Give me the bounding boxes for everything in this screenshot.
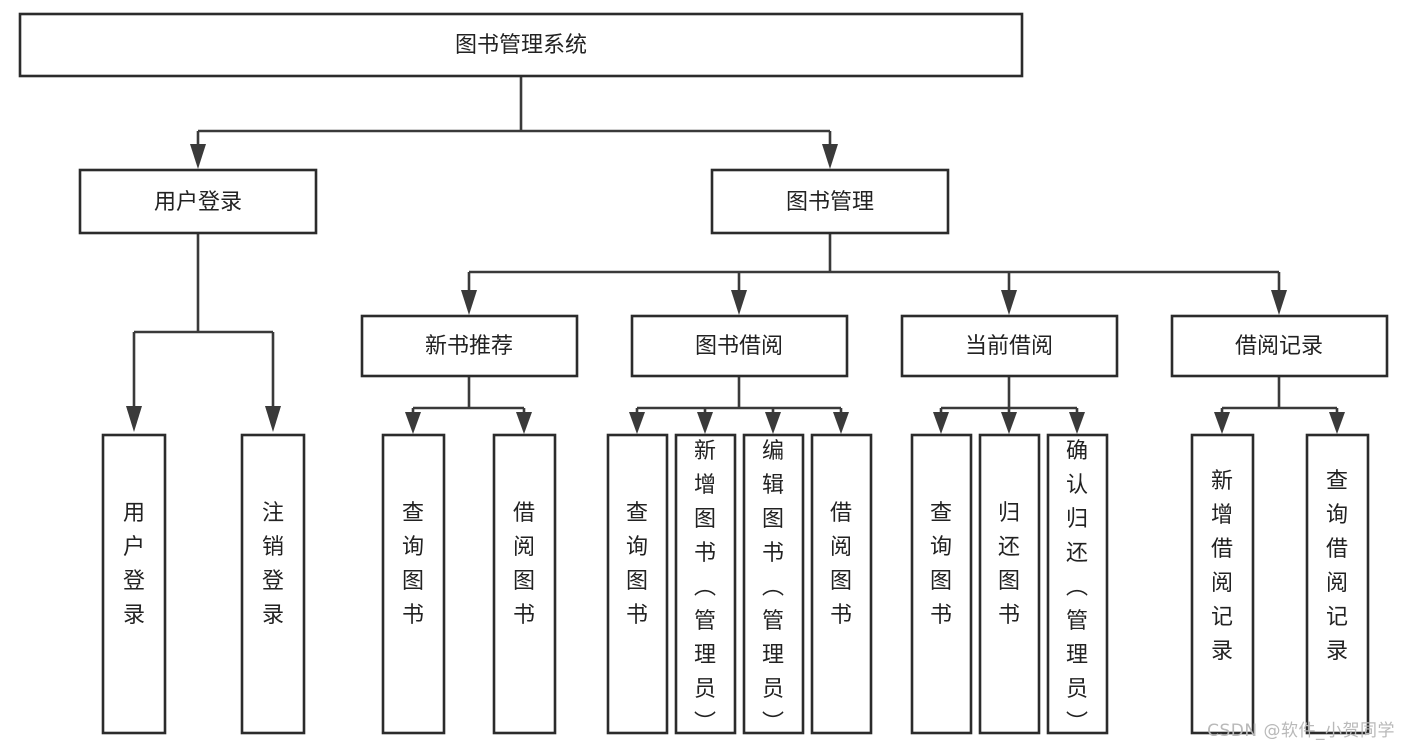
node-leaf-query-book-1-label: 查询图书: [402, 501, 424, 628]
node-leaf-query-book-1-box[interactable]: [381, 433, 446, 735]
node-user-login-label: 用户登录: [154, 190, 242, 215]
node-leaf-borrow-book-1-label: 借阅图书: [513, 501, 535, 628]
node-leaf-query-book-2-box[interactable]: [606, 433, 669, 735]
node-leaf-add-book-label: 新增图书︵管理员︶: [694, 439, 716, 736]
arrowhead-leaf-add-book: [697, 412, 713, 434]
node-leaf-edit-book-label: 编辑图书︵管理员︶: [762, 439, 784, 736]
node-book-borrow-label: 图书借阅: [695, 334, 783, 359]
node-root[interactable]: 图书管理系统: [18, 12, 1024, 78]
node-leaf-add-book-box[interactable]: [674, 433, 737, 735]
node-leaf-borrow-book-2-label: 借阅图书: [830, 501, 852, 628]
node-borrow-record-label: 借阅记录: [1235, 334, 1323, 359]
arrowhead-book-management: [822, 144, 838, 169]
node-leaf-user-login-box[interactable]: [101, 433, 167, 735]
node-book-management-label: 图书管理: [786, 190, 874, 215]
node-leaf-edit-book[interactable]: 编辑图书︵管理员︶: [742, 433, 805, 736]
node-new-book-recommend-box[interactable]: [360, 314, 579, 378]
node-leaf-borrow-book-2-box[interactable]: [810, 433, 873, 735]
node-borrow-record[interactable]: 借阅记录: [1170, 314, 1389, 378]
node-leaf-add-record-box[interactable]: [1190, 433, 1255, 735]
node-leaf-query-record-label: 查询借阅记录: [1326, 469, 1348, 664]
node-leaf-query-book-3-label: 查询图书: [930, 501, 952, 628]
node-leaf-add-record[interactable]: 新增借阅记录: [1190, 433, 1255, 735]
node-leaf-logout-box[interactable]: [240, 433, 306, 735]
node-borrow-record-box[interactable]: [1170, 314, 1389, 378]
arrowhead-new-book-recommend: [461, 290, 477, 315]
node-user-login-box[interactable]: [78, 168, 318, 235]
connector-layer: [126, 76, 1345, 434]
node-leaf-borrow-book-2[interactable]: 借阅图书: [810, 433, 873, 735]
node-root-box[interactable]: [18, 12, 1024, 78]
arrowhead-leaf-borrow-book-2: [833, 412, 849, 434]
node-leaf-add-record-label: 新增借阅记录: [1211, 469, 1233, 664]
arrowhead-leaf-borrow-book-1: [516, 412, 532, 434]
node-root-label: 图书管理系统: [455, 33, 587, 58]
node-new-book-recommend-label: 新书推荐: [425, 334, 513, 359]
node-leaf-logout[interactable]: 注销登录: [240, 433, 306, 735]
node-book-management-box[interactable]: [710, 168, 950, 235]
arrowhead-leaf-return-book: [1001, 412, 1017, 434]
node-leaf-edit-book-box[interactable]: [742, 433, 805, 735]
arrowhead-user-login: [190, 144, 206, 169]
arrowhead-leaf-add-record: [1214, 412, 1230, 434]
arrowhead-leaf-query-record: [1329, 412, 1345, 434]
node-new-book-recommend[interactable]: 新书推荐: [360, 314, 579, 378]
node-leaf-user-login[interactable]: 用户登录: [101, 433, 167, 735]
arrowhead-leaf-query-book-3: [933, 412, 949, 434]
node-book-borrow-box[interactable]: [630, 314, 849, 378]
node-current-borrow[interactable]: 当前借阅: [900, 314, 1119, 378]
node-book-borrow[interactable]: 图书借阅: [630, 314, 849, 378]
node-leaf-borrow-book-1[interactable]: 借阅图书: [492, 433, 557, 735]
node-leaf-query-book-2-label: 查询图书: [626, 501, 648, 628]
node-leaf-query-book-3-box[interactable]: [910, 433, 973, 735]
node-leaf-add-book[interactable]: 新增图书︵管理员︶: [674, 433, 737, 736]
node-leaf-user-login-label: 用户登录: [123, 501, 145, 628]
node-leaf-query-book-2[interactable]: 查询图书: [606, 433, 669, 735]
node-leaf-confirm-return[interactable]: 确认归还︵管理员︶: [1046, 433, 1109, 736]
arrowhead-current-borrow: [1001, 290, 1017, 315]
node-leaf-return-book[interactable]: 归还图书: [978, 433, 1041, 735]
arrowhead-leaf-confirm-return: [1069, 412, 1085, 434]
node-leaf-query-record[interactable]: 查询借阅记录: [1305, 433, 1370, 735]
node-leaf-confirm-return-box[interactable]: [1046, 433, 1109, 735]
arrowhead-leaf-query-book-1: [405, 412, 421, 434]
node-leaf-return-book-box[interactable]: [978, 433, 1041, 735]
arrowhead-borrow-record: [1271, 290, 1287, 315]
node-user-login[interactable]: 用户登录: [78, 168, 318, 235]
arrowhead-book-borrow: [731, 290, 747, 315]
node-current-borrow-label: 当前借阅: [965, 334, 1053, 359]
node-leaf-confirm-return-label: 确认归还︵管理员︶: [1066, 439, 1088, 736]
arrowhead-leaf-logout: [265, 406, 281, 432]
node-leaf-borrow-book-1-box[interactable]: [492, 433, 557, 735]
arrowhead-leaf-user-login: [126, 406, 142, 432]
node-leaf-return-book-label: 归还图书: [998, 501, 1020, 628]
arrowhead-leaf-query-book-2: [629, 412, 645, 434]
node-leaf-query-book-3[interactable]: 查询图书: [910, 433, 973, 735]
node-leaf-query-book-1[interactable]: 查询图书: [381, 433, 446, 735]
node-leaf-query-record-box[interactable]: [1305, 433, 1370, 735]
node-leaf-logout-label: 注销登录: [262, 501, 284, 628]
node-current-borrow-box[interactable]: [900, 314, 1119, 378]
node-book-management[interactable]: 图书管理: [710, 168, 950, 235]
arrowhead-leaf-edit-book: [765, 412, 781, 434]
